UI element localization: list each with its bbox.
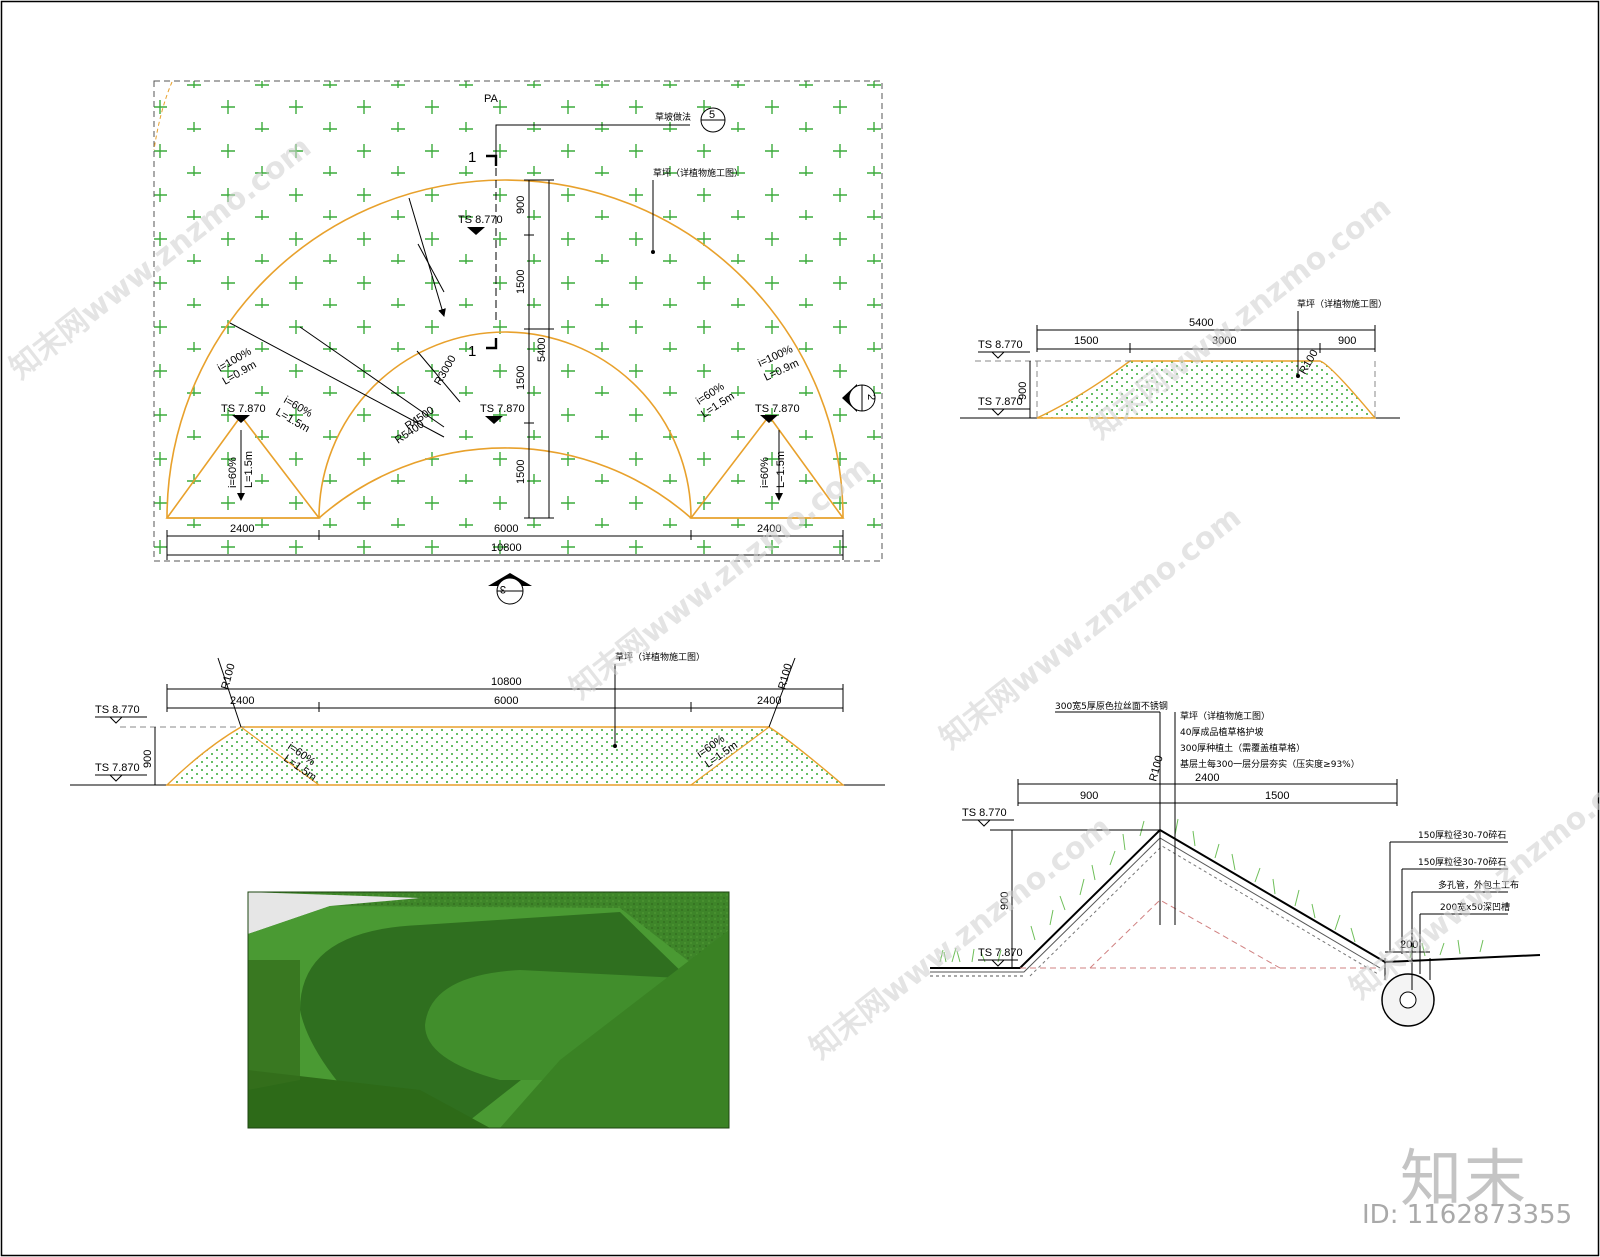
mound-right	[1036, 360, 1377, 419]
vdim-1500-b: 1500	[515, 366, 527, 390]
lawn-note: 草坪（详植物施工图）	[653, 167, 743, 179]
arc-r5400	[166, 179, 844, 519]
layer-note: 300厚种植土（需覆盖植草格）	[1180, 742, 1305, 754]
detail-top-note: 300宽5厚原色拉丝面不锈钢	[1055, 700, 1168, 712]
sb-radius-right: R100	[776, 662, 794, 691]
drain-note: 200宽x50深凹槽	[1440, 901, 1510, 913]
section-mark-top: 1	[468, 149, 476, 166]
vdim-1500-a: 1500	[515, 270, 527, 294]
perforated-pipe	[1399, 991, 1417, 1009]
sr-elev-low: TS 7.870	[978, 396, 1023, 408]
drain-notes: 150厚粒径30-70碎石 150厚粒径30-70碎石 多孔管，外包土工布 20…	[1389, 829, 1519, 990]
layer-note: 基层土每300一层分层夯实（压实度≥93%）	[1180, 758, 1360, 770]
sr-dim-3: 900	[1338, 335, 1356, 347]
sr-height: 900	[1017, 382, 1029, 400]
callout-note: 草坡做法	[655, 111, 691, 123]
detail-elev-low: TS 7.870	[978, 947, 1023, 959]
hdim-2400-left: 2400	[230, 523, 254, 535]
detail-dim-1: 900	[1080, 790, 1098, 802]
detail-height: 900	[999, 892, 1011, 910]
rendered-view	[247, 891, 730, 1129]
plan-boundary	[153, 80, 883, 562]
sb-height: 900	[142, 750, 154, 768]
drain-width: 200	[1400, 939, 1418, 951]
sr-elev-top: TS 8.770	[978, 339, 1023, 351]
detail-total: 2400	[1195, 772, 1219, 784]
sb-radius-left: R100	[219, 662, 237, 691]
watermark-text: 知末网www.znzmo.com	[1343, 750, 1600, 1007]
sb-lawn-note: 草坪（详植物施工图）	[615, 651, 705, 663]
elev-ref-bottom: 3	[500, 583, 506, 595]
slope-left-end: i=60%	[227, 457, 239, 488]
elev-low-left: TS 7.870	[221, 403, 266, 415]
sr-dim-2: 3000	[1212, 335, 1236, 347]
elev-top-center: TS 8.770	[458, 214, 503, 226]
plan-view: PA 1 1 草坡做法 5 草坪（详植物施工图） TS 8.770 TS 7.8…	[153, 80, 883, 605]
detail-layer-notes: 草坪（详植物施工图） 40厚成品植草格护坡 300厚种植土（需覆盖植草格） 基层…	[1180, 710, 1360, 770]
image-id: ID: 1162873355	[1362, 1200, 1573, 1230]
hdim-2400-right: 2400	[757, 523, 781, 535]
sr-lawn-note: 草坪（详植物施工图）	[1297, 298, 1387, 310]
section-right: 5400 1500 3000 900 900 草坪（详植物施工图） R100 T…	[960, 298, 1400, 419]
section-mark-bottom: 1	[468, 343, 476, 360]
detail-dim-2: 1500	[1265, 790, 1289, 802]
drain-note: 150厚粒径30-70碎石	[1418, 856, 1506, 868]
vdim-1500-c: 1500	[515, 460, 527, 484]
sb-dim-2: 6000	[494, 695, 518, 707]
sb-elev-top: TS 8.770	[95, 704, 140, 716]
elev-low-center: TS 7.870	[480, 403, 525, 415]
sb-elev-low: TS 7.870	[95, 762, 140, 774]
sb-dim-3: 2400	[757, 695, 781, 707]
sb-dim-1: 2400	[230, 695, 254, 707]
detail-elev-top: TS 8.770	[962, 807, 1007, 819]
elev-ref-bottom-symbol: 3	[488, 573, 532, 605]
hdim-6000: 6000	[494, 523, 518, 535]
detail-radius: R100	[1147, 754, 1165, 783]
callout-number: 5	[709, 109, 715, 121]
area-code: PA	[484, 93, 499, 105]
elev-low-right: TS 7.870	[755, 403, 800, 415]
arc-r4500	[318, 447, 692, 519]
sr-total: 5400	[1189, 317, 1213, 329]
drain-note: 150厚粒径30-70碎石	[1418, 829, 1506, 841]
mound-bottom	[165, 726, 845, 786]
vdim-5400: 5400	[536, 338, 548, 362]
layer-note: 40厚成品植草格护坡	[1180, 726, 1263, 738]
brand-logo: 知末	[1400, 1142, 1529, 1215]
sb-total: 10800	[491, 676, 522, 688]
elev-ref-right: 2	[865, 394, 877, 400]
elev-ref-right-symbol: 2	[842, 384, 877, 412]
sr-dim-1: 1500	[1074, 335, 1098, 347]
section-bottom: 10800 2400 6000 2400 900 R100 R100 草坪（详植…	[70, 651, 885, 786]
arc-r3000	[318, 331, 692, 519]
slope-left-end-len: L=1.5m	[243, 451, 255, 488]
vdim-900: 900	[515, 196, 527, 214]
slope-right-end: i=60%	[759, 457, 771, 488]
drain-note: 多孔管，外包土工布	[1438, 879, 1519, 891]
slope-right-end-len: L=1.5m	[775, 451, 787, 488]
watermark-text: 知末网www.znzmo.com	[803, 810, 1118, 1067]
slope-detail: 200 2400 900 1500 900 R100 TS 8.770 TS 7…	[930, 700, 1541, 1027]
hdim-10800: 10800	[491, 542, 522, 554]
layer-note: 草坪（详植物施工图）	[1180, 710, 1270, 722]
